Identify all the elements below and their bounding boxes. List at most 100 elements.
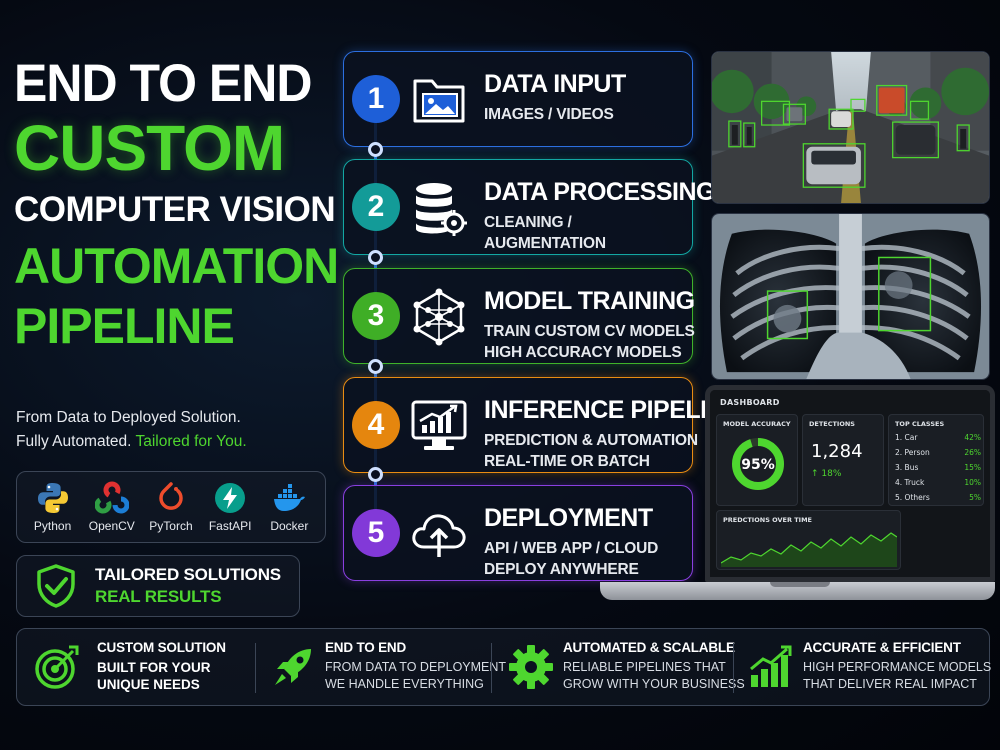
feature-desc: BUILT FOR YOUR UNIQUE NEEDS (97, 659, 211, 693)
feature-desc: HIGH PERFORMANCE MODELS THAT DELIVER REA… (803, 659, 991, 693)
step-desc-line: TRAIN CUSTOM CV MODELS (484, 323, 695, 340)
feature-end-to-end: END TO END FROM DATA TO DEPLOYMENT WE HA… (257, 629, 506, 707)
tech-item-opencv: OpenCV (84, 481, 140, 533)
step-title: MODEL TRAINING (484, 287, 695, 315)
neural-network-icon (413, 288, 465, 346)
feature-desc-line: GROW WITH YOUR BUSINESS (563, 677, 745, 691)
step-number: 4 (352, 401, 400, 449)
card-title: MODEL ACCURACY (723, 420, 791, 428)
feature-title: CUSTOM SOLUTION (97, 640, 226, 655)
feature-desc-line: HIGH PERFORMANCE MODELS (803, 660, 992, 674)
class-pct: 5% (969, 493, 981, 502)
tech-label: OpenCV (88, 519, 135, 533)
step-title: INFERENCE PIPELINE (484, 396, 741, 424)
step-number: 2 (352, 183, 400, 231)
feature-title: ACCURATE & EFFICIENT (803, 640, 961, 655)
monitor-chart-icon (411, 400, 467, 450)
dashboard: DASHBOARD MODEL ACCURACY 95% DETECTIONS … (710, 390, 990, 577)
tech-item-docker: Docker (261, 481, 317, 533)
feature-desc-line: BUILT FOR YOUR (97, 660, 211, 675)
class-pct: 15% (964, 463, 981, 472)
feature-title: AUTOMATED & SCALABLE (563, 640, 735, 655)
target-icon (35, 645, 79, 689)
docker-icon (274, 484, 306, 511)
tailored-solutions-panel: TAILORED SOLUTIONS REAL RESULTS (16, 555, 300, 617)
title-block: END TO END CUSTOM COMPUTER VISION AUTOMA… (14, 57, 339, 354)
accuracy-donut (732, 438, 784, 490)
class-pct: 10% (964, 478, 981, 487)
step-number: 1 (352, 75, 400, 123)
feature-desc-line: FROM DATA TO DEPLOYMENT (325, 660, 507, 674)
gear-icon (509, 645, 553, 689)
timeline-dot (368, 467, 383, 482)
timeline-dot (368, 142, 383, 157)
step-desc-line: DEPLOY ANYWHERE (484, 561, 639, 578)
title-line-2: CUSTOM (14, 112, 285, 184)
step-desc-line: IMAGES / VIDEOS (484, 106, 614, 123)
growth-chart-icon (750, 645, 792, 687)
title-line-5: PIPELINE (14, 298, 235, 354)
tech-item-python: Python (25, 481, 81, 533)
class-rank: 4. (895, 478, 903, 487)
tech-label: PyTorch (149, 519, 193, 533)
tech-stack-panel: Python OpenCV PyTorch FastAPI (16, 471, 326, 543)
tagline-line-1: From Data to Deployed Solution. (16, 409, 241, 426)
detections-change: ↑ 18% (811, 469, 841, 479)
detections-value: 1,284 (811, 441, 863, 462)
step-desc: TRAIN CUSTOM CV MODELS HIGH ACCURACY MOD… (484, 321, 695, 363)
laptop-base (600, 582, 995, 600)
divider (733, 643, 734, 693)
step-desc-line: PREDICTION & AUTOMATION (484, 432, 698, 449)
feature-desc: FROM DATA TO DEPLOYMENT WE HANDLE EVERYT… (325, 659, 506, 693)
tailored-line-1: TAILORED SOLUTIONS (95, 565, 281, 584)
step-desc: PREDICTION & AUTOMATION REAL-TIME OR BAT… (484, 430, 698, 472)
step-desc: API / WEB APP / CLOUD DEPLOY ANYWHERE (484, 538, 658, 580)
shield-check-icon (37, 564, 75, 608)
card-title: PREDCTIONS OVER TIME (723, 516, 812, 524)
tech-item-pytorch: PyTorch (143, 481, 199, 533)
fastapi-icon (215, 483, 246, 513)
feature-desc: RELIABLE PIPELINES THAT GROW WITH YOUR B… (563, 659, 745, 693)
card-title: TOP CLASSES (895, 420, 945, 428)
step-number: 3 (352, 292, 400, 340)
class-name: Others (904, 493, 930, 502)
step-inference-pipeline: 4 INFERENCE PIPELINE PREDICTION & AUTOMA… (343, 377, 741, 473)
step-desc-line: API / WEB APP / CLOUD (484, 540, 659, 557)
image-folder-icon (413, 79, 465, 123)
step-title: DATA PROCESSING (484, 178, 715, 206)
class-name: Truck (904, 478, 925, 487)
tech-label: FastAPI (208, 519, 252, 533)
feature-desc-line: RELIABLE PIPELINES THAT (563, 660, 726, 674)
feature-title: END TO END (325, 640, 407, 655)
tagline-highlight: Tailored for You. (135, 433, 247, 450)
class-pct: 26% (964, 448, 981, 457)
step-data-processing: 2 DATA PROCESSING CLEANING / AUGMENTATIO… (343, 159, 715, 255)
divider (491, 643, 492, 693)
timeline-dot (368, 250, 383, 265)
dashboard-title: DASHBOARD (720, 398, 780, 407)
arrow-up-icon: ↑ (811, 469, 819, 479)
detections-card: DETECTIONS 1,284 ↑ 18% (802, 414, 884, 506)
step-title: DEPLOYMENT (484, 504, 653, 532)
step-desc-line: CLEANING / (484, 214, 572, 231)
predictions-line-chart (721, 532, 897, 567)
tagline-prefix: Fully Automated. (16, 433, 132, 450)
xray-detection-image (711, 213, 990, 380)
database-gear-icon (416, 183, 467, 236)
detections-change-value: 18% (821, 469, 842, 479)
python-icon (37, 483, 68, 513)
feature-automated-scalable: AUTOMATED & SCALABLE RELIABLE PIPELINES … (495, 629, 745, 707)
tech-label: Docker (270, 519, 309, 533)
tagline-line-2: Fully Automated. Tailored for You. (16, 430, 247, 454)
class-pct: 42% (964, 433, 981, 442)
feature-custom-solution: CUSTOM SOLUTION BUILT FOR YOUR UNIQUE NE… (17, 629, 255, 707)
class-name: Car (904, 433, 918, 442)
feature-desc-line: UNIQUE NEEDS (97, 677, 200, 692)
feature-desc-line: THAT DELIVER REAL IMPACT (803, 677, 977, 691)
class-name: Person (904, 448, 930, 457)
